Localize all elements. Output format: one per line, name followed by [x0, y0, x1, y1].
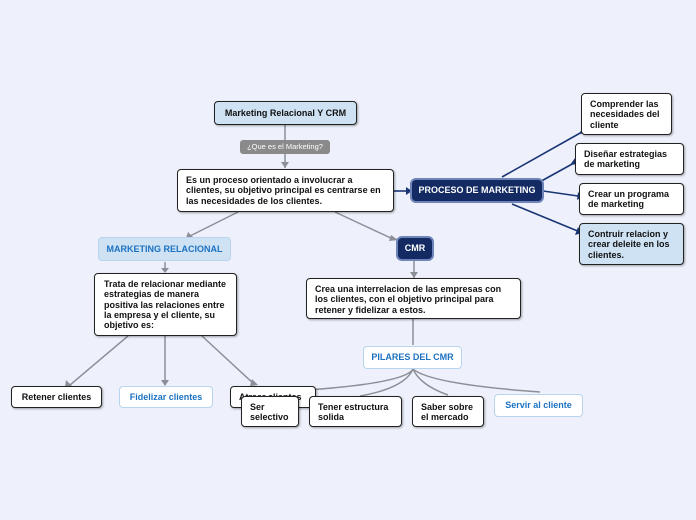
question-label-text: ¿Que es el Marketing? [247, 141, 323, 151]
proceso-step-disenar-text: Diseñar estrategias de marketing [584, 149, 668, 170]
root-topic[interactable]: Marketing Relacional Y CRM [214, 101, 357, 125]
root-topic-label: Marketing Relacional Y CRM [224, 107, 347, 118]
question-label[interactable]: ¿Que es el Marketing? [240, 140, 330, 154]
pilar-saber-mercado[interactable]: Saber sobre el mercado [412, 396, 484, 427]
proceso-step-disenar[interactable]: Diseñar estrategias de marketing [575, 143, 684, 175]
pilares-del-cmr-node[interactable]: PILARES DEL CMR [363, 346, 462, 369]
objective-fidelizar-clientes[interactable]: Fidelizar clientes [119, 386, 213, 408]
objective-retener-clientes[interactable]: Retener clientes [11, 386, 102, 408]
pilar-servir-cliente-text: Servir al cliente [505, 400, 572, 411]
pilar-tener-estructura[interactable]: Tener estructura solida [309, 396, 402, 427]
pilar-tener-estructura-text: Tener estructura solida [318, 402, 389, 423]
proceso-step-contruir[interactable]: Contruir relacion y crear deleite en los… [579, 223, 684, 265]
cmr-definition-text: Crea una interrelacion de las empresas c… [315, 284, 502, 315]
objective-fidelizar-label: Fidelizar clientes [129, 391, 203, 402]
marketing-relacional-definition-text: Trata de relacionar mediante estrategias… [104, 279, 227, 331]
cmr-label: CMR [404, 243, 426, 254]
pilar-ser-selectivo-text: Ser selectivo [250, 402, 289, 423]
cmr-node[interactable]: CMR [398, 238, 432, 259]
marketing-definition-text: Es un proceso orientado a involucrar a c… [186, 175, 381, 206]
proceso-step-crear[interactable]: Crear un programa de marketing [579, 183, 684, 215]
proceso-step-crear-text: Crear un programa de marketing [588, 189, 670, 210]
pilar-servir-cliente[interactable]: Servir al cliente [494, 394, 583, 417]
proceso-step-comprender-text: Comprender las necesidades del cliente [590, 99, 660, 130]
proceso-de-marketing-label: PROCESO DE MARKETING [418, 185, 536, 196]
marketing-relacional-definition[interactable]: Trata de relacionar mediante estrategias… [94, 273, 237, 336]
objective-retener-label: Retener clientes [21, 391, 92, 402]
marketing-relacional-label: MARKETING RELACIONAL [106, 243, 223, 254]
proceso-step-contruir-text: Contruir relacion y crear deleite en los… [588, 229, 670, 260]
proceso-de-marketing-node[interactable]: PROCESO DE MARKETING [412, 180, 542, 201]
cmr-definition[interactable]: Crea una interrelacion de las empresas c… [306, 278, 521, 319]
pilar-saber-mercado-text: Saber sobre el mercado [421, 402, 474, 423]
proceso-step-comprender[interactable]: Comprender las necesidades del cliente [581, 93, 672, 135]
pilar-ser-selectivo[interactable]: Ser selectivo [241, 396, 299, 427]
marketing-relacional-node[interactable]: MARKETING RELACIONAL [98, 237, 231, 261]
pilares-del-cmr-label: PILARES DEL CMR [371, 352, 454, 363]
marketing-definition[interactable]: Es un proceso orientado a involucrar a c… [177, 169, 394, 212]
